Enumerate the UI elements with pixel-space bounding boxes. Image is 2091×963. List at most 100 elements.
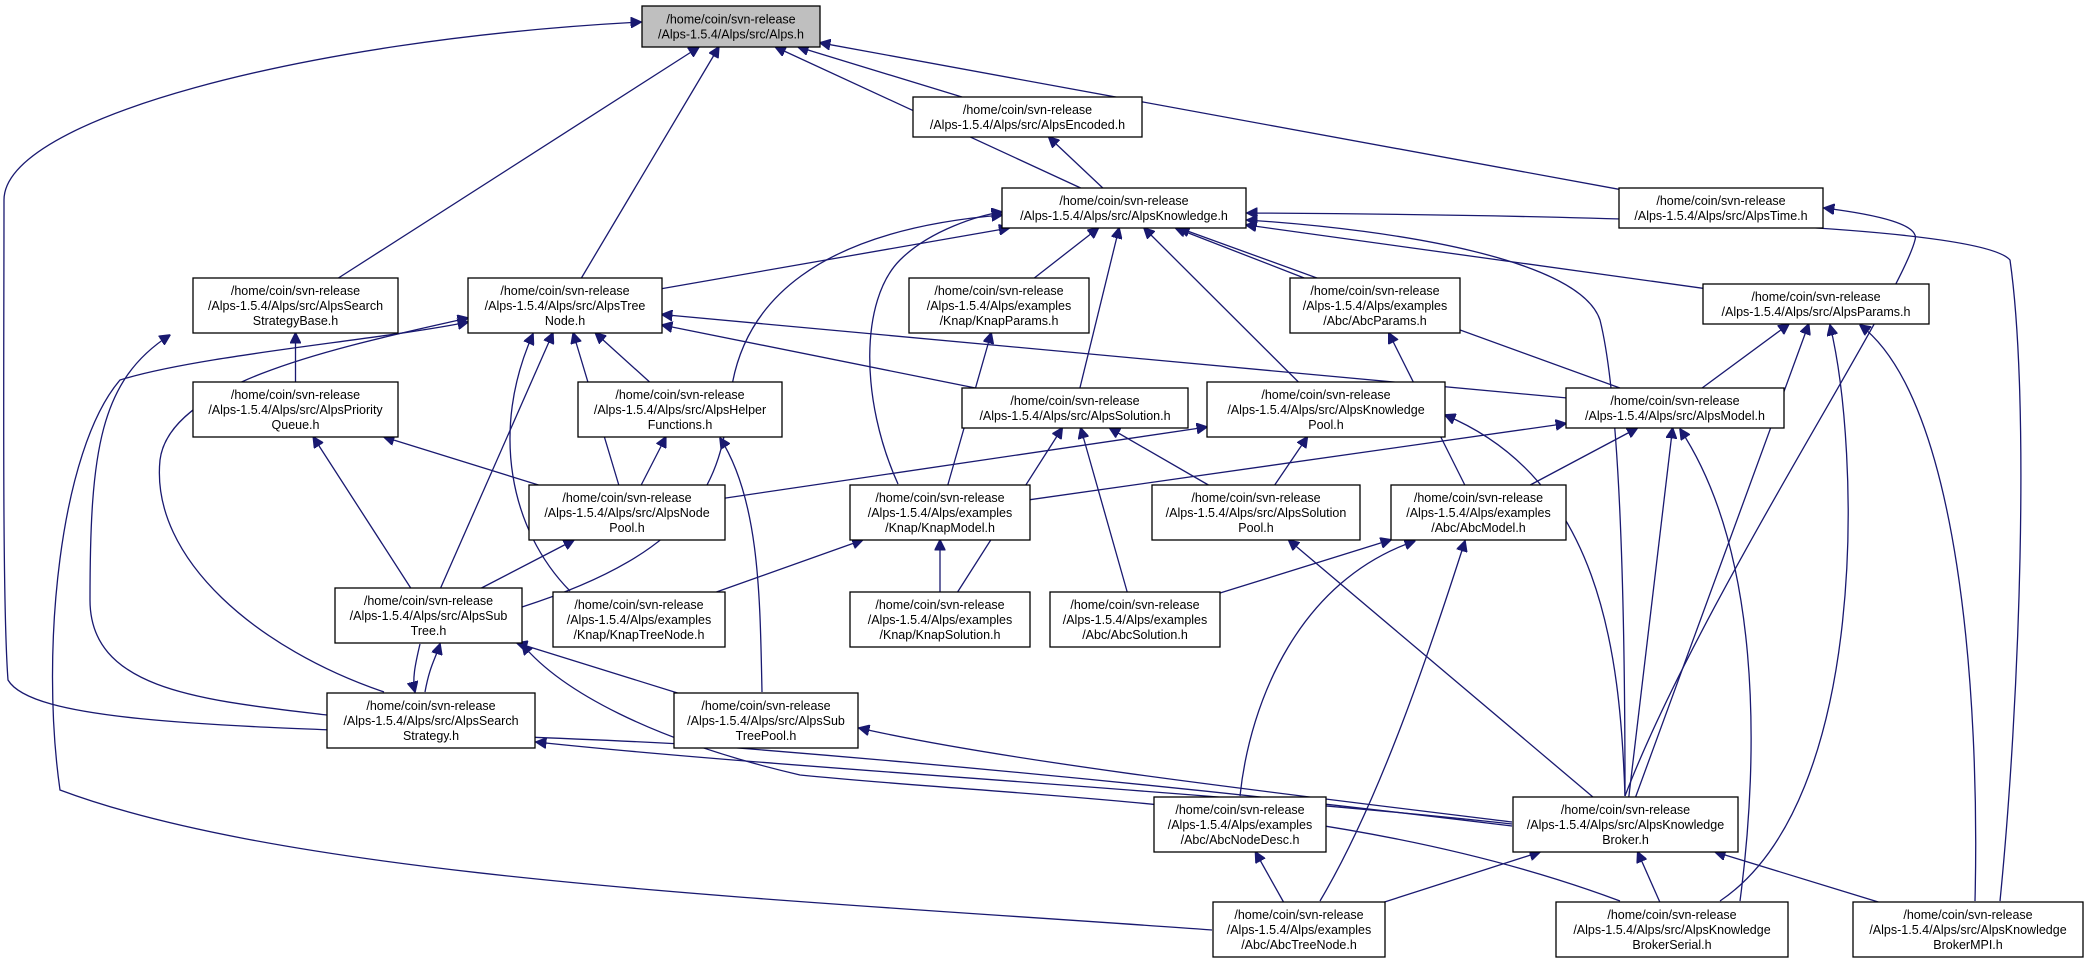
node-label-abctreenode-line-1: /Alps-1.5.4/Alps/examples [1227, 923, 1372, 937]
node-box-abcsolution[interactable] [1049, 591, 1221, 648]
node-brokermpi[interactable]: /home/coin/svn-release/Alps-1.5.4/Alps/s… [1852, 901, 2084, 958]
node-model[interactable]: /home/coin/svn-release/Alps-1.5.4/Alps/s… [1565, 387, 1785, 429]
node-label-searchstrategy-line-0: /home/coin/svn-release [366, 699, 495, 713]
node-label-abcparams-line-2: /Abc/AbcParams.h [1323, 314, 1427, 328]
node-searchstrategy[interactable]: /home/coin/svn-release/Alps-1.5.4/Alps/s… [326, 692, 536, 749]
node-label-params-line-1: /Alps-1.5.4/Alps/src/AlpsParams.h [1722, 305, 1911, 319]
node-subtreepool[interactable]: /home/coin/svn-release/Alps-1.5.4/Alps/s… [673, 692, 859, 749]
node-box-knapsolution[interactable] [849, 591, 1031, 648]
edge-abcmodel-to-model [1529, 428, 1637, 486]
node-label-knapmodel-line-2: /Knap/KnapModel.h [885, 521, 995, 535]
node-box-abcparams[interactable] [1289, 277, 1461, 334]
node-box-treenode[interactable] [467, 277, 663, 334]
node-searchstrategybase[interactable]: /home/coin/svn-release/Alps-1.5.4/Alps/s… [192, 277, 399, 334]
node-knowledge[interactable]: /home/coin/svn-release/Alps-1.5.4/Alps/s… [1001, 187, 1247, 229]
node-box-knaptreenode[interactable] [552, 591, 726, 648]
node-solution[interactable]: /home/coin/svn-release/Alps-1.5.4/Alps/s… [961, 387, 1189, 429]
node-label-nodepool-line-0: /home/coin/svn-release [562, 491, 691, 505]
node-box-solution[interactable] [961, 387, 1189, 429]
node-box-knowledge[interactable] [1001, 187, 1247, 229]
node-label-time-line-1: /Alps-1.5.4/Alps/src/AlpsTime.h [1634, 209, 1807, 223]
node-box-abctreenode[interactable] [1212, 901, 1386, 958]
node-box-searchstrategybase[interactable] [192, 277, 399, 334]
edge-knowledgebroker-to-alps [3, 22, 1513, 827]
node-box-abcnodedesc[interactable] [1153, 796, 1327, 853]
edge-time-to-alps [820, 43, 1620, 190]
edge-abcsolution-to-abcmodel [1219, 540, 1391, 594]
node-knaptreenode[interactable]: /home/coin/svn-release/Alps-1.5.4/Alps/e… [552, 591, 726, 648]
node-box-nodepool[interactable] [528, 484, 726, 541]
edge-subtree-to-priorityqueue [313, 437, 412, 589]
edge-searchstrategy-to-treenode [158, 318, 468, 693]
node-abctreenode[interactable]: /home/coin/svn-release/Alps-1.5.4/Alps/e… [1212, 901, 1386, 958]
node-label-knaptreenode-line-2: /Knap/KnapTreeNode.h [574, 628, 705, 642]
node-label-knowledge-line-1: /Alps-1.5.4/Alps/src/AlpsKnowledge.h [1020, 209, 1228, 223]
node-alps[interactable]: /home/coin/svn-release/Alps-1.5.4/Alps/s… [641, 5, 821, 48]
node-label-solutionpool-line-1: /Alps-1.5.4/Alps/src/AlpsSolution [1166, 506, 1347, 520]
node-abcparams[interactable]: /home/coin/svn-release/Alps-1.5.4/Alps/e… [1289, 277, 1461, 334]
node-label-subtreepool-line-1: /Alps-1.5.4/Alps/src/AlpsSub [687, 714, 845, 728]
node-time[interactable]: /home/coin/svn-release/Alps-1.5.4/Alps/s… [1618, 187, 1824, 229]
node-box-solutionpool[interactable] [1151, 484, 1361, 541]
node-box-knowledgebroker[interactable] [1512, 796, 1739, 853]
node-abcmodel[interactable]: /home/coin/svn-release/Alps-1.5.4/Alps/e… [1390, 484, 1567, 541]
node-label-abctreenode-line-0: /home/coin/svn-release [1234, 908, 1363, 922]
node-knapsolution[interactable]: /home/coin/svn-release/Alps-1.5.4/Alps/e… [849, 591, 1031, 648]
node-label-treenode-line-1: /Alps-1.5.4/Alps/src/AlpsTree [485, 299, 646, 313]
node-label-abcparams-line-1: /Alps-1.5.4/Alps/examples [1303, 299, 1448, 313]
node-box-knapmodel[interactable] [849, 484, 1031, 541]
node-treenode[interactable]: /home/coin/svn-release/Alps-1.5.4/Alps/s… [467, 277, 663, 334]
edge-abctreenode-to-treenode [51, 322, 1213, 931]
edge-subtreepool-to-helperfunctions [720, 438, 763, 693]
node-knapmodel[interactable]: /home/coin/svn-release/Alps-1.5.4/Alps/e… [849, 484, 1031, 541]
node-box-params[interactable] [1702, 283, 1930, 325]
node-label-encoded-line-1: /Alps-1.5.4/Alps/src/AlpsEncoded.h [930, 118, 1125, 132]
node-box-priorityqueue[interactable] [192, 381, 399, 438]
node-box-knowledgepool[interactable] [1206, 381, 1446, 438]
node-label-solution-line-0: /home/coin/svn-release [1010, 394, 1139, 408]
node-label-model-line-1: /Alps-1.5.4/Alps/src/AlpsModel.h [1585, 409, 1765, 423]
node-box-knapparams[interactable] [908, 277, 1090, 334]
edge-solutionpool-to-solution [1110, 428, 1209, 486]
node-box-alps[interactable] [641, 5, 821, 48]
node-box-time[interactable] [1618, 187, 1824, 229]
node-label-solution-line-1: /Alps-1.5.4/Alps/src/AlpsSolution.h [979, 409, 1170, 423]
node-box-brokerserial[interactable] [1555, 901, 1789, 958]
edge-knowledgebroker-to-knowledge [1247, 220, 1626, 797]
node-priorityqueue[interactable]: /home/coin/svn-release/Alps-1.5.4/Alps/s… [192, 381, 399, 438]
node-subtree[interactable]: /home/coin/svn-release/Alps-1.5.4/Alps/s… [334, 587, 523, 644]
node-box-subtreepool[interactable] [673, 692, 859, 749]
edge-knowledgebroker-to-time [1624, 208, 1916, 797]
node-label-alps-line-1: /Alps-1.5.4/Alps/src/Alps.h [658, 28, 804, 42]
node-box-model[interactable] [1565, 387, 1785, 429]
edge-nodepool-to-knowledgepool [724, 427, 1207, 499]
node-box-brokermpi[interactable] [1852, 901, 2084, 958]
node-box-subtree[interactable] [334, 587, 523, 644]
node-nodepool[interactable]: /home/coin/svn-release/Alps-1.5.4/Alps/s… [528, 484, 726, 541]
node-label-model-line-0: /home/coin/svn-release [1610, 394, 1739, 408]
node-label-knowledgebroker-line-2: Broker.h [1602, 833, 1649, 847]
node-label-subtreepool-line-0: /home/coin/svn-release [701, 699, 830, 713]
node-box-encoded[interactable] [912, 96, 1143, 138]
node-helperfunctions[interactable]: /home/coin/svn-release/Alps-1.5.4/Alps/s… [577, 381, 783, 438]
node-label-abcnodedesc-line-1: /Alps-1.5.4/Alps/examples [1168, 818, 1313, 832]
node-box-searchstrategy[interactable] [326, 692, 536, 749]
edge-abctreenode-to-knowledgebroker [1384, 852, 1541, 903]
node-box-helperfunctions[interactable] [577, 381, 783, 438]
edges-layer [3, 22, 2022, 931]
node-label-solutionpool-line-2: Pool.h [1238, 521, 1273, 535]
node-box-abcmodel[interactable] [1390, 484, 1567, 541]
node-brokerserial[interactable]: /home/coin/svn-release/Alps-1.5.4/Alps/s… [1555, 901, 1789, 958]
node-abcsolution[interactable]: /home/coin/svn-release/Alps-1.5.4/Alps/e… [1049, 591, 1221, 648]
node-knowledgepool[interactable]: /home/coin/svn-release/Alps-1.5.4/Alps/s… [1206, 381, 1446, 438]
node-label-abcmodel-line-1: /Alps-1.5.4/Alps/examples [1406, 506, 1551, 520]
node-knapparams[interactable]: /home/coin/svn-release/Alps-1.5.4/Alps/e… [908, 277, 1090, 334]
edge-abcparams-to-knowledge [1176, 228, 1305, 279]
node-knowledgebroker[interactable]: /home/coin/svn-release/Alps-1.5.4/Alps/s… [1512, 796, 1739, 853]
edge-subtree-to-nodepool [481, 540, 575, 589]
edge-brokerserial-to-params [1719, 325, 1849, 902]
node-params[interactable]: /home/coin/svn-release/Alps-1.5.4/Alps/s… [1702, 283, 1930, 325]
node-solutionpool[interactable]: /home/coin/svn-release/Alps-1.5.4/Alps/s… [1151, 484, 1361, 541]
node-encoded[interactable]: /home/coin/svn-release/Alps-1.5.4/Alps/s… [912, 96, 1143, 138]
node-abcnodedesc[interactable]: /home/coin/svn-release/Alps-1.5.4/Alps/e… [1153, 796, 1327, 853]
